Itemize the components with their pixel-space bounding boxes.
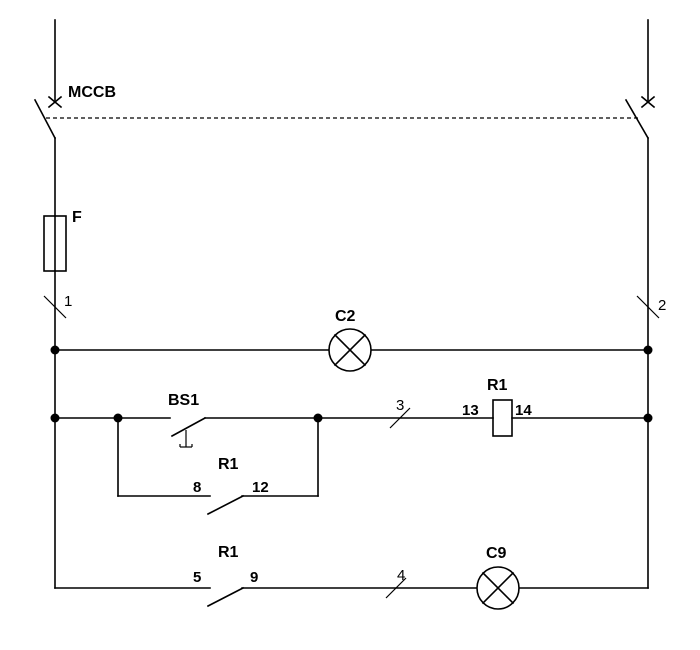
- coil-pin-14: 14: [515, 402, 532, 419]
- mccb-label: MCCB: [68, 84, 116, 101]
- wire-marker-1: 1: [43, 293, 72, 319]
- rung-coil: [50, 413, 653, 423]
- wire-2-label: 2: [658, 297, 666, 314]
- wire-marker-2: 2: [636, 295, 666, 319]
- coil-pin-13: 13: [462, 402, 479, 419]
- out-pin-5: 5: [193, 569, 201, 586]
- lamp-c9-label: C9: [486, 545, 507, 562]
- lamp-c2: C2: [328, 308, 372, 372]
- wire-marker-4: 4: [385, 567, 407, 599]
- hold-r1-label: R1: [218, 456, 239, 473]
- lamp-c9: C9: [476, 545, 520, 610]
- lamp-c2-label: C2: [335, 308, 356, 325]
- fuse: F: [43, 209, 82, 272]
- bs1-label: BS1: [168, 392, 199, 409]
- hold-pin-8: 8: [193, 479, 201, 496]
- coil-r1-label: R1: [487, 377, 508, 394]
- out-r1-label: R1: [218, 544, 239, 561]
- relay-coil-r1: R1 13 14: [462, 377, 532, 437]
- wire-4-label: 4: [397, 567, 405, 584]
- hold-pin-12: 12: [252, 479, 269, 496]
- holding-branch: [117, 417, 319, 497]
- fuse-label: F: [72, 209, 82, 226]
- relay-contact-r1-hold: R1 8 12: [193, 456, 269, 516]
- mccb-breaker: MCCB: [33, 84, 650, 140]
- wire-1-label: 1: [64, 293, 72, 310]
- pushbutton-bs1: BS1: [168, 392, 207, 448]
- left-supply-line: [47, 19, 63, 109]
- relay-contact-r1-out: R1 5 9: [193, 544, 258, 608]
- out-pin-9: 9: [250, 569, 258, 586]
- right-supply-line: [640, 19, 656, 109]
- rung-c2: [50, 345, 653, 355]
- wire-3-label: 3: [396, 397, 404, 414]
- wire-marker-3: 3: [389, 397, 411, 429]
